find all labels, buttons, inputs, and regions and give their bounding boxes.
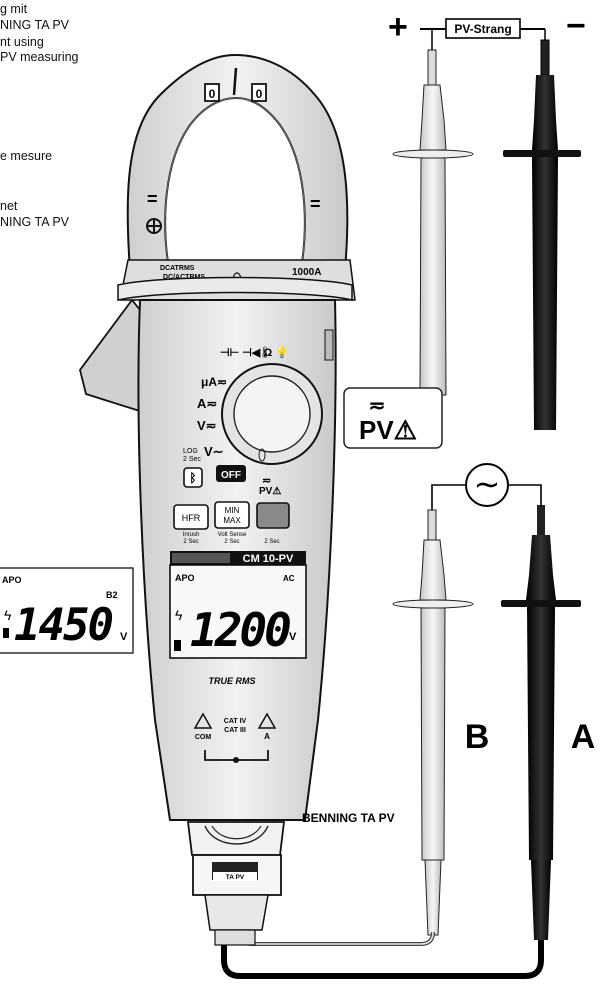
minus-sign: − (566, 7, 586, 45)
adapter-name: BENNING TA PV (302, 811, 395, 825)
meter-display (169, 564, 307, 659)
upper-dark-probe (503, 39, 581, 430)
display-apo: APO (175, 573, 195, 583)
off-button[interactable] (216, 465, 246, 482)
minmax-label-2: MAX (223, 516, 241, 525)
upper-light-probe (392, 49, 474, 396)
instruction-line-de-2: NING TA PV (0, 18, 70, 32)
jaw-mark-right-text: 0 (256, 87, 263, 101)
warning-cat-1: CAT IV (224, 718, 247, 725)
bluetooth-icon: ᛒ (189, 471, 196, 485)
brand-model: CM 10-PV (243, 553, 294, 565)
clamp-plate-left-2: DC/ACTRMS (163, 274, 205, 281)
display-reading: 1200 (190, 603, 290, 657)
pv-badge-label: PV⚠ (359, 415, 417, 445)
zoom-battery-icon (3, 628, 9, 638)
adapter-label-plate (213, 872, 257, 881)
instruction-line-de-1: g mit (0, 2, 28, 16)
clamp-jaws (126, 53, 349, 277)
pv-string-group: + − PV-Strang (388, 7, 586, 50)
dial-v-dc: V≂ (197, 418, 217, 433)
jaw-mark-left-text: 0 (209, 87, 216, 101)
instruction-line-nl-1: net (0, 199, 18, 213)
display-unit: V (289, 631, 297, 643)
adapter-label: TA PV (226, 874, 245, 881)
minmax-sub-2: 2 Sec (224, 539, 239, 545)
warning-a: A (264, 732, 270, 741)
minmax-label-1: MIN (225, 506, 240, 515)
pv-badge-wave: ≂ (369, 395, 386, 417)
dial-a: A≂ (197, 396, 217, 411)
jaw-mark-right (251, 83, 267, 102)
hfr-sub-2: 2 Sec (183, 539, 198, 545)
clamp-meter: 0 0 = = DCATRMS DC/ACTRMS 1000A ⊣⊢ ⊣◀ Ω … (79, 53, 356, 821)
zoom-bolt-icon: ϟ (4, 607, 12, 623)
dial-log-label: LOG (183, 448, 198, 455)
pv-string-box (445, 18, 521, 39)
minmax-button[interactable] (214, 501, 250, 529)
light-button[interactable] (256, 502, 290, 529)
jaw-mark-left (204, 83, 220, 102)
dial-top-symbols: ⊣⊢ ⊣◀ Ω (220, 346, 272, 359)
clamp-plate-left-1: DCATRMS (160, 265, 195, 272)
display-corner: AC (283, 574, 295, 583)
jaw-minus-left: = (147, 189, 158, 209)
plus-sign: + (388, 8, 408, 46)
ac-wire-right (508, 484, 542, 505)
cable-dark (221, 868, 544, 979)
ac-source-symbol: ∼ (474, 466, 501, 502)
bluetooth-button[interactable] (183, 467, 203, 488)
dial-pv-label: PV⚠ (259, 486, 281, 497)
lead-label-a: A (571, 718, 596, 756)
dial-log-sub: 2 Sec (183, 456, 201, 463)
hfr-button[interactable] (173, 504, 209, 530)
dial-icons: 🌡 💡 (258, 346, 289, 359)
instruction-line-fr-1: e mesure (0, 149, 53, 163)
zoom-reading: 1450 (14, 600, 112, 651)
dial-v-ac: V∼ (204, 444, 224, 459)
lower-light-probe (392, 509, 474, 936)
zoom-apo: APO (2, 575, 22, 585)
clamp-plate-right: 1000A (292, 267, 321, 278)
off-button-label: OFF (221, 470, 241, 481)
instruction-line-en-2: PV measuring (0, 50, 79, 64)
zoom-display: APO B2 ϟ 1450 V (0, 567, 134, 654)
hfr-button-label: HFR (182, 513, 201, 523)
display-battery-icon (174, 640, 181, 651)
lead-label-b: B (465, 718, 490, 756)
ac-source-group: ∼ (431, 463, 542, 510)
pv-badge: ≂ PV⚠ (343, 387, 443, 449)
instruction-line-en-1: nt using (0, 35, 44, 49)
pv-string-label: PV-Strang (454, 22, 511, 36)
true-rms-label: TRUE RMS (209, 676, 256, 686)
zoom-unit: V (120, 631, 128, 643)
lower-dark-probe (501, 505, 581, 940)
dial-ua: μA≂ (201, 375, 227, 389)
zoom-corner: B2 (106, 590, 118, 600)
warning-com: COM (195, 734, 212, 741)
instruction-line-nl-2: NING TA PV (0, 215, 70, 229)
ac-wire-left (431, 484, 466, 510)
display-bolt-icon: ϟ (175, 607, 183, 623)
ta-pv-adapter: TA PV (186, 821, 286, 946)
warning-cat-2: CAT III (224, 727, 246, 734)
jaw-minus-right: = (310, 194, 321, 214)
dial-pv-wave: ≂ (262, 475, 271, 487)
light-sub: 2 Sec (264, 539, 279, 545)
hfr-sub-1: Inrush (183, 532, 200, 538)
minmax-sub-1: Volt Sense (218, 532, 247, 538)
